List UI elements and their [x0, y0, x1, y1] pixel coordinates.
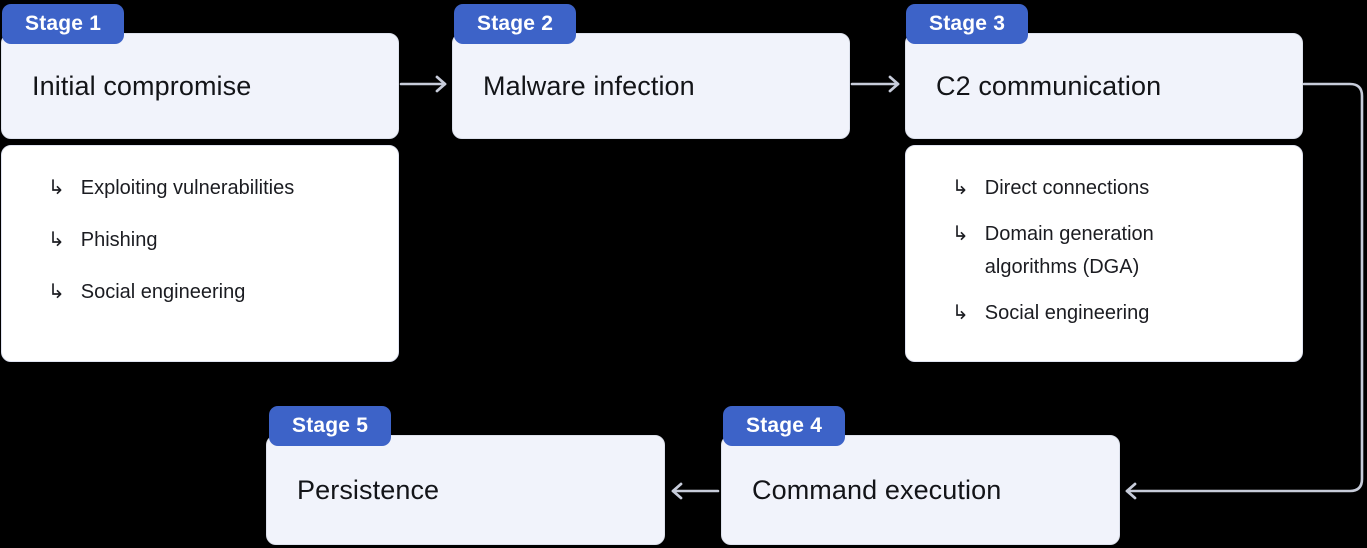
- stage-3-title: C2 communication: [936, 70, 1162, 101]
- stage-3-badge: Stage 3: [906, 4, 1029, 44]
- branch-arrow-icon: ↳: [952, 302, 969, 324]
- stage-5-badge: Stage 5: [269, 406, 392, 446]
- branch-arrow-icon: ↳: [952, 223, 969, 245]
- branch-arrow-icon: ↳: [952, 177, 969, 199]
- stage-2-badge: Stage 2: [454, 4, 577, 44]
- list-item-text: Social engineering: [984, 302, 1150, 324]
- list-item: ↳ Phishing: [48, 224, 374, 257]
- stage-1-title: Initial compromise: [32, 70, 252, 101]
- stage-4-title: Command execution: [752, 474, 1002, 505]
- list-item-text: Phishing: [80, 229, 158, 251]
- stage-2-title: Malware infection: [483, 70, 695, 101]
- list-item-text: Exploiting vulnerabilities: [80, 177, 295, 199]
- stage-3-details-card: ↳ Direct connections ↳ Domain generation…: [905, 145, 1303, 362]
- stage-4-badge: Stage 4: [723, 406, 846, 446]
- list-item-text: Social engineering: [80, 281, 246, 303]
- list-item: ↳ Social engineering: [952, 297, 1278, 330]
- branch-arrow-icon: ↳: [48, 229, 65, 251]
- stage-1-card: Initial compromise: [1, 33, 399, 139]
- stage-4-card: Command execution: [721, 435, 1120, 545]
- list-item-text: Direct connections: [984, 177, 1150, 199]
- branch-arrow-icon: ↳: [48, 281, 65, 303]
- stage-5-title: Persistence: [297, 474, 440, 505]
- stage-3-card: C2 communication: [905, 33, 1303, 139]
- list-item: ↳ Direct connections: [952, 172, 1278, 205]
- list-item: ↳ Social engineering: [48, 276, 374, 309]
- stage-1-details-card: ↳ Exploiting vulnerabilities ↳ Phishing …: [1, 145, 399, 362]
- list-item: ↳ Domain generation algorithms (DGA): [952, 218, 1278, 284]
- branch-arrow-icon: ↳: [48, 177, 65, 199]
- stage-5-card: Persistence: [266, 435, 665, 545]
- list-item-text: Domain generation algorithms (DGA): [984, 223, 1154, 278]
- stage-1-badge: Stage 1: [2, 4, 125, 44]
- list-item: ↳ Exploiting vulnerabilities: [48, 172, 374, 205]
- stage-2-card: Malware infection: [452, 33, 850, 139]
